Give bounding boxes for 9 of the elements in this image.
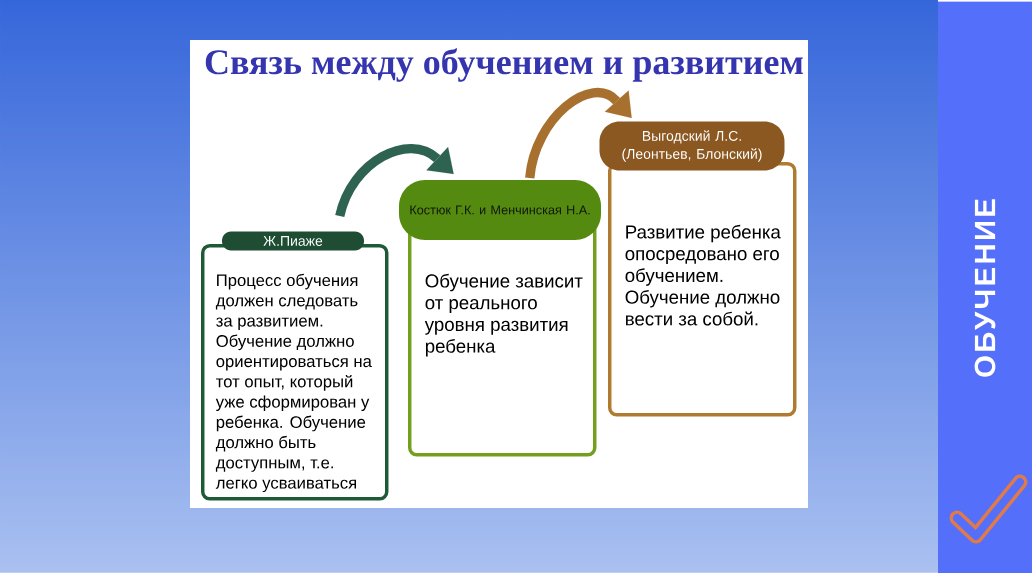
title: Связь между обучением и развитием [205, 48, 803, 82]
header-banner: Костюк Г.К. и Менчинская Н.А. [399, 180, 601, 240]
header-banner: Ж.Пиаже [222, 231, 364, 251]
side-band: ОБУЧЕНИЕ [938, 1, 1032, 573]
curved-arrow [525, 88, 632, 179]
text-card: Обучение зависит от реального уровня развития ребенка [408, 215, 597, 457]
header-banner: Выгодский Л.С. (Леонтьев, Блонский) [599, 121, 785, 171]
text-card: Развитие ребенка опосредовано его обучением. Обучение должно вести за собой. [608, 162, 797, 417]
curved-arrow [335, 144, 454, 218]
